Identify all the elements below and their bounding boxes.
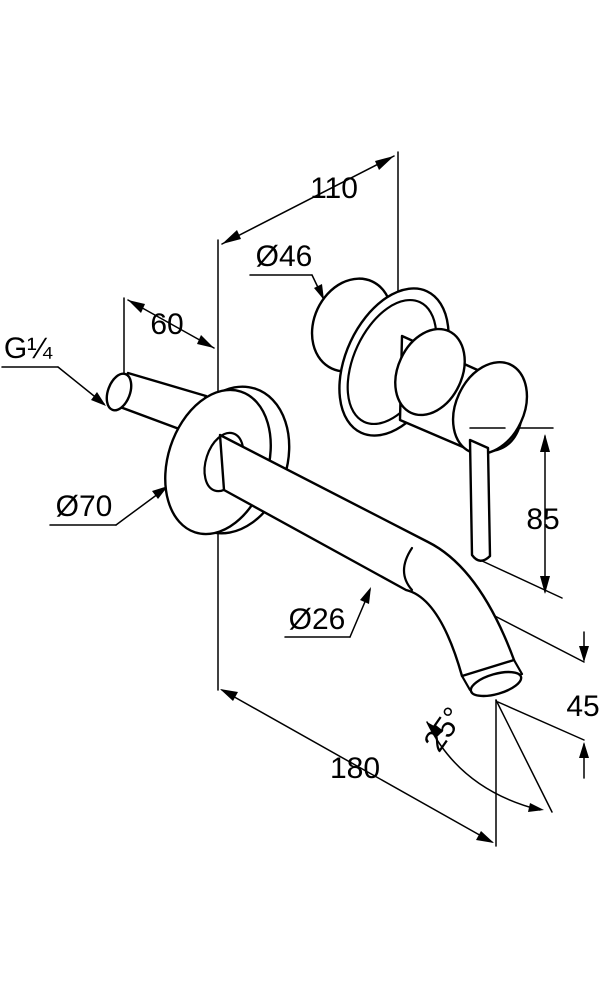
label-g14: G¼ [4, 332, 53, 365]
arrow-60-left [128, 300, 145, 313]
aerator [469, 670, 523, 698]
arrow-110-right [375, 156, 394, 170]
arrow-25-start [427, 722, 443, 738]
arrow-25-end [528, 803, 544, 812]
arc-25 [426, 721, 541, 811]
label-180: 180 [330, 752, 380, 785]
dim-line-180 [221, 689, 493, 843]
lever-cap-ring [394, 327, 466, 417]
label-60: 60 [150, 308, 183, 341]
label-45: 45 [566, 690, 599, 723]
arrow-85-top [540, 434, 550, 452]
ext-line-85-bottom [479, 559, 563, 599]
thread-pipe-end [105, 372, 133, 412]
arrow-70 [152, 486, 168, 499]
label-25deg: 25° [418, 702, 471, 758]
mixer-lever-assembly [310, 277, 529, 562]
lever-stick [468, 438, 492, 562]
arrow-46 [314, 284, 324, 300]
label-26: Ø26 [289, 603, 346, 636]
ext-line-45-bottom [497, 701, 585, 741]
label-85: 85 [526, 503, 559, 536]
label-46: Ø46 [256, 240, 313, 273]
arrow-45-bottom [579, 742, 589, 758]
spout-bend-line [402, 546, 414, 592]
label-70: Ø70 [56, 490, 113, 523]
arrow-180-left [220, 689, 238, 701]
arrow-26 [360, 587, 371, 604]
arrow-g14 [91, 392, 106, 406]
label-110: 110 [310, 172, 358, 205]
dim-line-110 [221, 155, 395, 245]
spout-assembly [105, 371, 524, 698]
ext-line-outlet-angled [495, 699, 553, 813]
arrow-110-left [222, 230, 241, 244]
dimension-lines [1, 151, 589, 847]
arrow-45-top [579, 646, 589, 662]
arrow-60-right [197, 335, 214, 348]
arrow-180-right [476, 831, 494, 843]
arrow-85-bottom [540, 576, 550, 594]
